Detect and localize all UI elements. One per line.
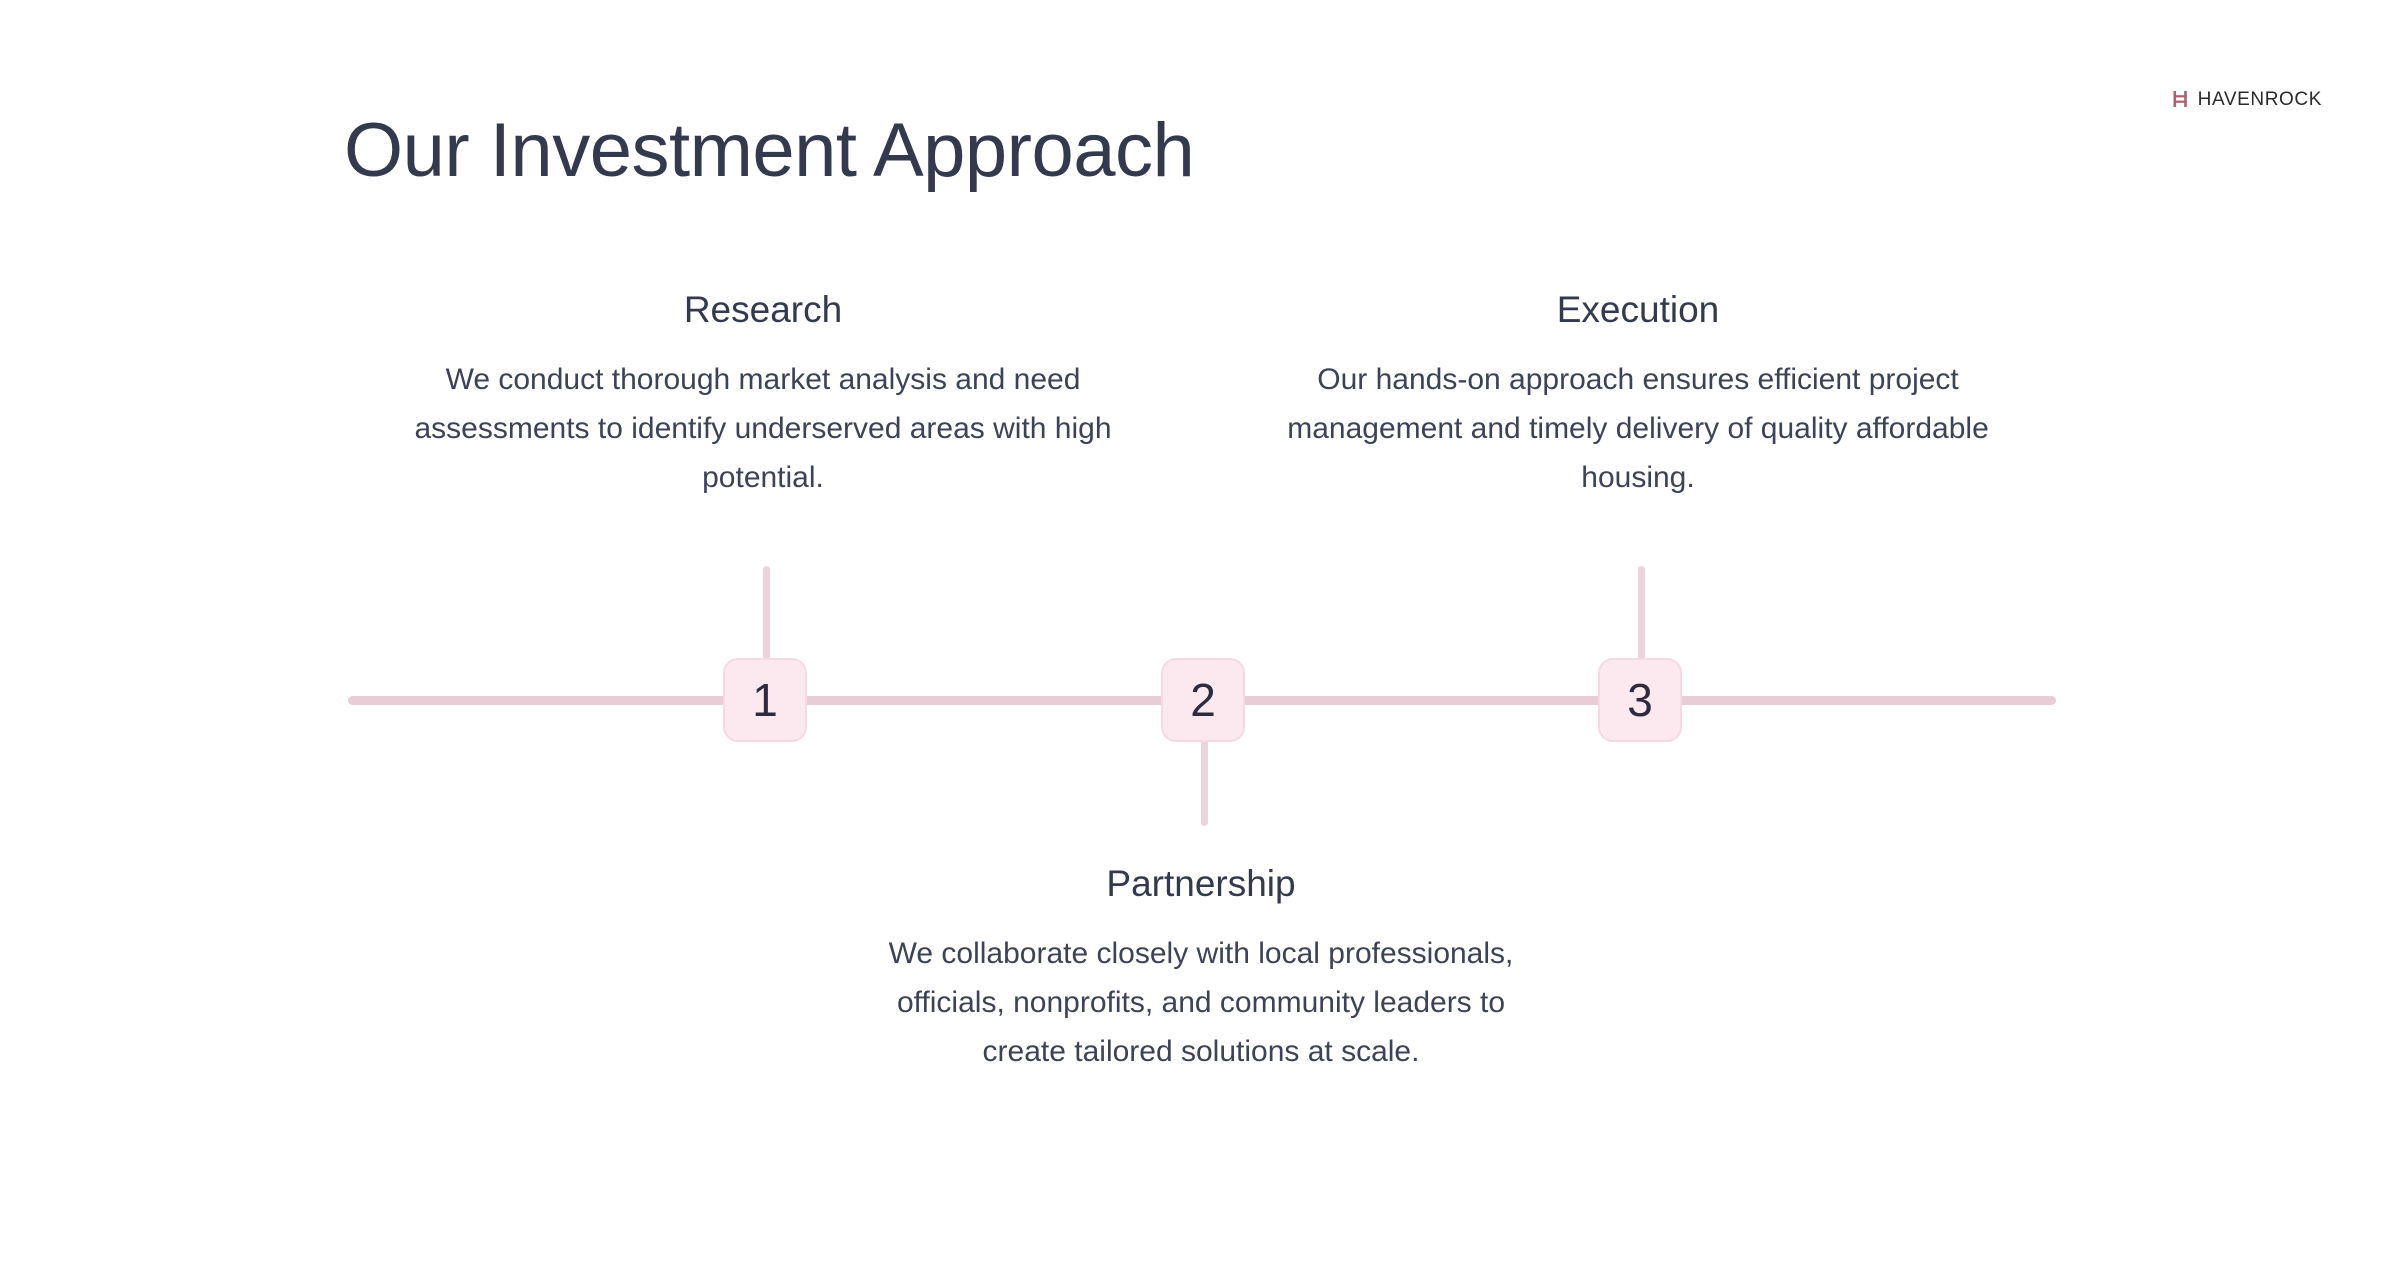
step-2-heading: Partnership — [1106, 863, 1296, 904]
timeline-node-2-number: 2 — [1190, 674, 1216, 726]
page-title: Our Investment Approach — [344, 108, 1195, 193]
step-3-heading: Execution — [1556, 289, 1720, 330]
step-1-heading: Research — [683, 289, 843, 330]
brand-name: HAVENROCK — [2197, 88, 2322, 110]
step-1-body: We conduct thorough market analysis and … — [414, 363, 1112, 494]
timeline-node-3[interactable]: 3 — [1598, 658, 1682, 742]
timeline-connector-step-2 — [1201, 736, 1208, 826]
timeline-step-research: Research We conduct thorough market anal… — [383, 288, 1143, 502]
timeline-node-3-number: 3 — [1627, 674, 1653, 726]
timeline-node-1-number: 1 — [752, 674, 778, 726]
timeline-connector-step-3 — [1638, 566, 1645, 666]
timeline-node-2[interactable]: 2 — [1161, 658, 1245, 742]
brand-logo: HAVENROCK — [2171, 86, 2322, 112]
step-2-body: We collaborate closely with local profes… — [888, 937, 1514, 1068]
timeline-step-execution: Execution Our hands-on approach ensures … — [1258, 288, 2018, 502]
havenrock-ladder-mark-icon — [2173, 91, 2187, 107]
step-3-body: Our hands-on approach ensures efficient … — [1287, 363, 1989, 494]
timeline-connector-step-1 — [763, 566, 770, 666]
timeline-node-1[interactable]: 1 — [723, 658, 807, 742]
timeline-step-partnership: Partnership We collaborate closely with … — [861, 862, 1541, 1076]
